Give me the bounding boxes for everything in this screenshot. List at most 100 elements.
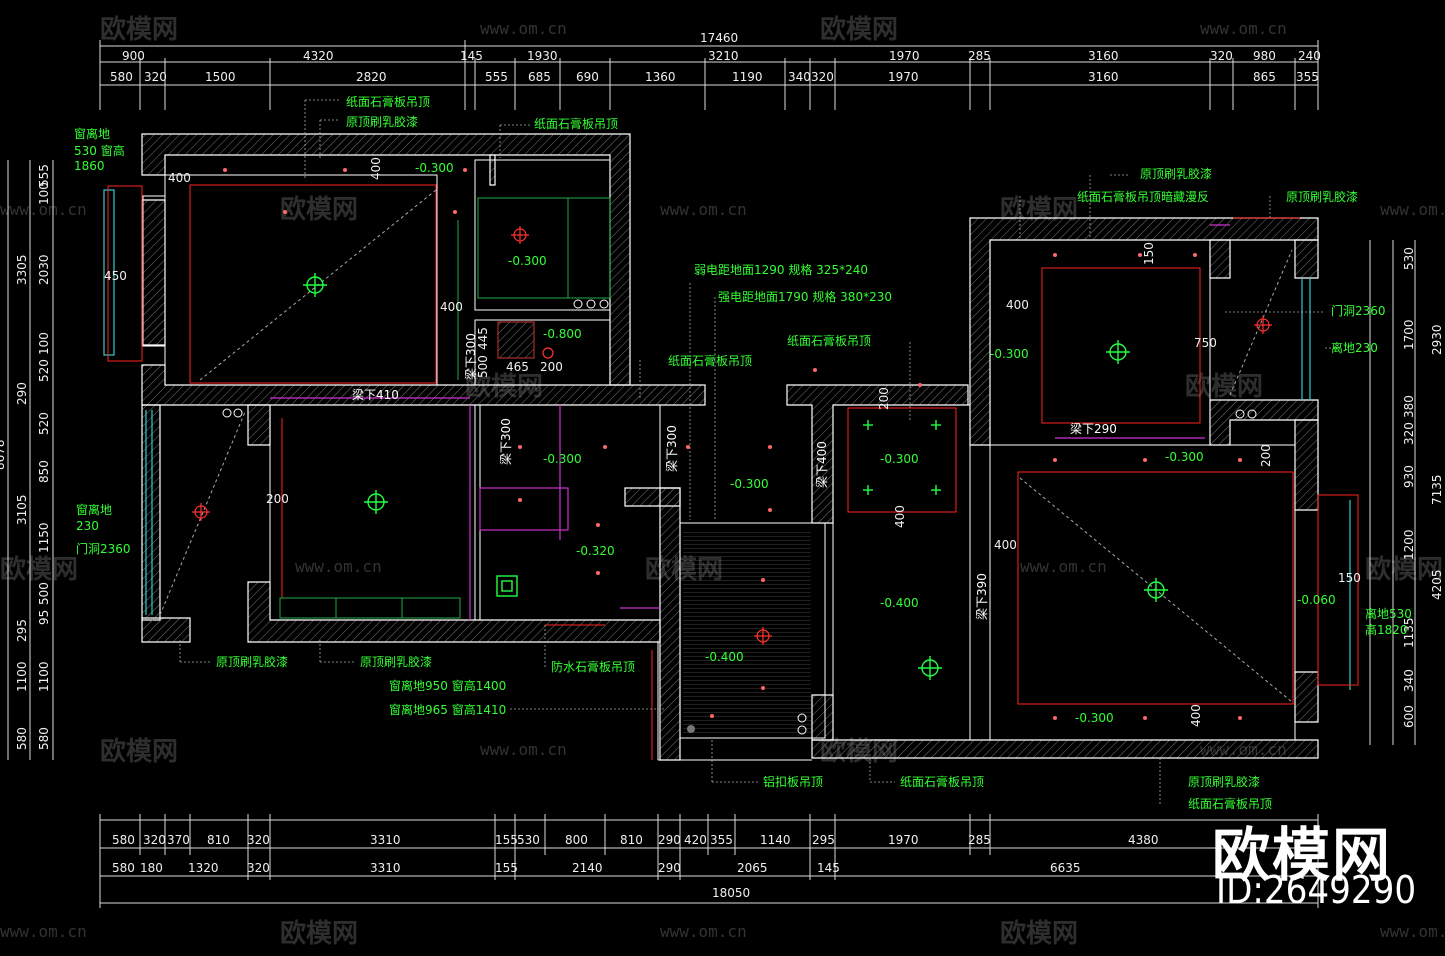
beam-label: 梁下300 [498, 418, 513, 465]
dim: 370 [167, 833, 190, 847]
stair-hatch [683, 530, 811, 735]
socket-icons [222, 299, 1257, 735]
internal-dimensions: 400 400 400 150 450 445 500 465 200 200 … [104, 157, 1361, 727]
leader-lines [179, 99, 1335, 804]
dim: 320 [247, 861, 270, 875]
note-weak-electric: 弱电距地面1290 规格 325*240 [694, 262, 868, 277]
dim: 1970 [888, 70, 919, 84]
dim: 580 [112, 861, 135, 875]
dim: 1190 [732, 70, 763, 84]
dim: 850 [37, 460, 51, 483]
dim: 3305 [15, 254, 29, 285]
dim: 340 [788, 70, 811, 84]
dim: 2140 [572, 861, 603, 875]
elevation-label: -0.300 [1075, 711, 1114, 725]
dim: 6635 [1050, 861, 1081, 875]
watermark-url: www.om.cn [1020, 557, 1107, 576]
dim: 500 [476, 355, 490, 378]
watermark-url: www.om.cn [0, 200, 87, 219]
downlight-icon [542, 347, 554, 359]
dim: 3160 [1088, 70, 1119, 84]
dim: 3105 [15, 494, 29, 525]
watermark-url: www.om.cn [1200, 19, 1287, 38]
note-sill-height: 离地230 [1331, 340, 1378, 355]
watermark-brand: 欧模网 [820, 14, 898, 45]
dim: 500 [37, 582, 51, 605]
note-gypsum-ceiling: 纸面石膏板吊顶 [900, 774, 984, 789]
ceiling-lamp-icon [364, 490, 388, 514]
note-window-height: 高1820 [1365, 622, 1408, 637]
note-window: 230 [76, 519, 99, 533]
dimension-ticks [99, 40, 1319, 908]
dim: 1970 [889, 49, 920, 63]
dim: 930 [1402, 465, 1416, 488]
spot-lamp-icon [863, 485, 873, 495]
elevation-label: -0.300 [543, 452, 582, 466]
beam-label: 梁下300 [463, 333, 478, 380]
beam-label: 梁下300 [664, 425, 679, 472]
dim: 200 [877, 387, 891, 410]
watermark-url: www.om.cn [660, 200, 747, 219]
elevation-label: -0.300 [880, 452, 919, 466]
dim: 690 [576, 70, 599, 84]
note-door-opening: 门洞2360 [76, 541, 131, 556]
dim: 900 [122, 49, 145, 63]
brand-logo: 欧模网 [1212, 821, 1393, 889]
dim: 1150 [37, 522, 51, 553]
dim: 2065 [737, 861, 768, 875]
dim: 4320 [303, 49, 334, 63]
cabinets [279, 197, 611, 619]
ceiling-lamp-icon [1106, 340, 1130, 364]
lamp-icons [303, 273, 1168, 680]
note-latex-paint: 原顶刷乳胶漆 [360, 654, 432, 669]
dim: 555 [37, 164, 51, 187]
note-sill-height: 离地530 [1365, 606, 1412, 621]
dim: 555 [485, 70, 508, 84]
dim: 580 [15, 727, 29, 750]
note-window-size: 窗离地950 窗高1400 [389, 678, 506, 693]
dim: 1360 [645, 70, 676, 84]
dim: 600 [1402, 705, 1416, 728]
note-latex-paint: 原顶刷乳胶漆 [216, 654, 288, 669]
note-latex-paint: 原顶刷乳胶漆 [1140, 166, 1212, 181]
dimension-lines [7, 45, 1416, 904]
watermark-url: www.om.cn [1380, 200, 1445, 219]
note-gypsum-cove: 纸面石膏板吊顶暗藏漫反 [1077, 189, 1209, 204]
bottom-dimension-chain: 580 320 370 810 320 3310 155 530 800 810… [112, 833, 1159, 900]
watermark-brand: 欧模网 [280, 194, 358, 225]
dim: 420 [684, 833, 707, 847]
dim: 450 [104, 269, 127, 283]
dim: 285 [968, 833, 991, 847]
watermark-url: www.om.cn [480, 740, 567, 759]
dim: 95 [37, 610, 51, 625]
dim: 685 [528, 70, 551, 84]
dim: 200 [266, 492, 289, 506]
dim: 810 [207, 833, 230, 847]
dim-bottom-total: 18050 [712, 886, 750, 900]
ceiling-lamp-icon [918, 656, 942, 680]
note-gypsum-ceiling: 纸面石膏板吊顶 [1188, 796, 1272, 811]
beam-label: 梁下400 [814, 441, 829, 488]
dim: 295 [15, 619, 29, 642]
dim: 1135 [1402, 617, 1416, 648]
elevation-label: -0.400 [880, 596, 919, 610]
shaft-block [497, 321, 535, 359]
dim: 150 [1338, 571, 1361, 585]
dim: 100 [37, 332, 51, 355]
dim: 150 [1142, 242, 1156, 265]
note-window-size: 窗离地965 窗高1410 [389, 702, 506, 717]
beam-labels: 梁下410 梁下300 梁下300 梁下300 梁下400 梁下390 梁下29… [352, 333, 1117, 620]
dim: 580 [112, 833, 135, 847]
dim: 400 [369, 157, 383, 180]
dim: 400 [893, 505, 907, 528]
small-spot-markers [223, 168, 1242, 720]
downlight-icon [1254, 316, 1272, 334]
elevation-label: -0.400 [705, 650, 744, 664]
dim: 290 [15, 382, 29, 405]
dim: 155 [495, 833, 518, 847]
dim: 810 [620, 833, 643, 847]
dim: 200 [540, 360, 563, 374]
dim: 155 [495, 861, 518, 875]
dim: 400 [1189, 704, 1203, 727]
dim: 530 [1402, 247, 1416, 270]
